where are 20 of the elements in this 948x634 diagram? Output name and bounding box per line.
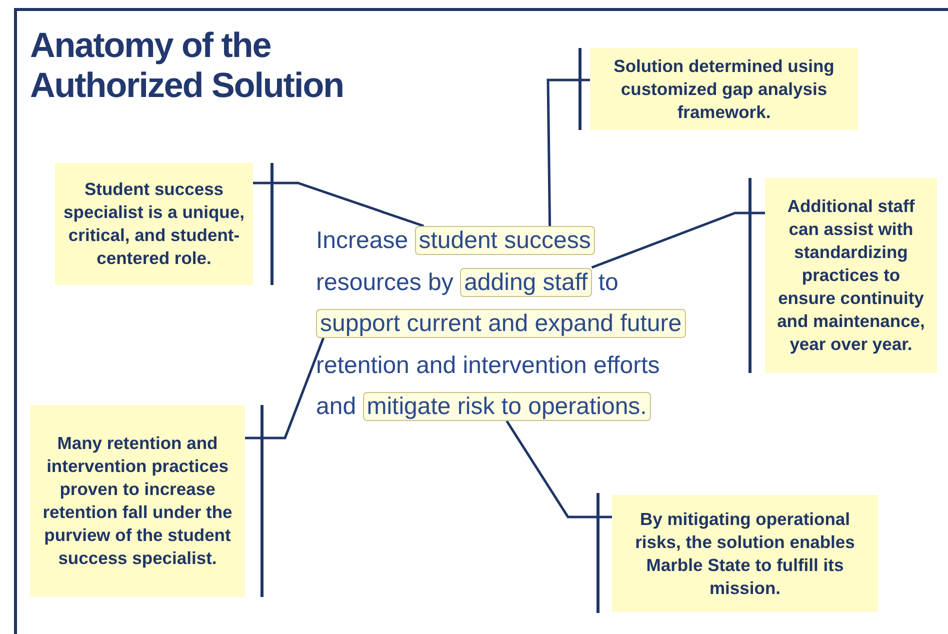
- sentence-text: and: [316, 393, 356, 420]
- title: Anatomy of the Authorized Solution: [30, 26, 344, 106]
- sentence-text: to: [598, 268, 618, 296]
- sentence-text: retention and intervention efforts: [316, 352, 660, 378]
- sentence-text: Increase: [316, 227, 408, 254]
- callout-box: Solution determined using customized gap analysis framework.: [590, 48, 858, 130]
- callout-box: By mitigating operational risks, the solution enables Marble State to fulfill its mission.: [612, 495, 878, 612]
- highlighted-phrase: support current and expand future: [316, 309, 686, 338]
- leader-line: [253, 182, 424, 228]
- sentence-text: resources by: [316, 268, 454, 296]
- highlighted-phrase: mitigate risk to operations.: [362, 392, 651, 421]
- leader-line: [245, 338, 325, 440]
- highlighted-phrase: student success: [414, 226, 595, 255]
- callout-box: Student success specialist is a unique, critical, and student-centered role.: [55, 163, 253, 285]
- leader-line: [506, 420, 612, 518]
- highlighted-phrase: adding staff: [460, 268, 592, 296]
- callout-box: Additional staff can assist with standardizing practices to ensure continuity and maintenance, year over year.: [765, 178, 937, 373]
- callout-box: Many retention and intervention practices proven to increase retention fall under the purview of the student success specialist.: [30, 405, 245, 597]
- leader-line: [546, 78, 590, 226]
- leader-line: [591, 212, 765, 269]
